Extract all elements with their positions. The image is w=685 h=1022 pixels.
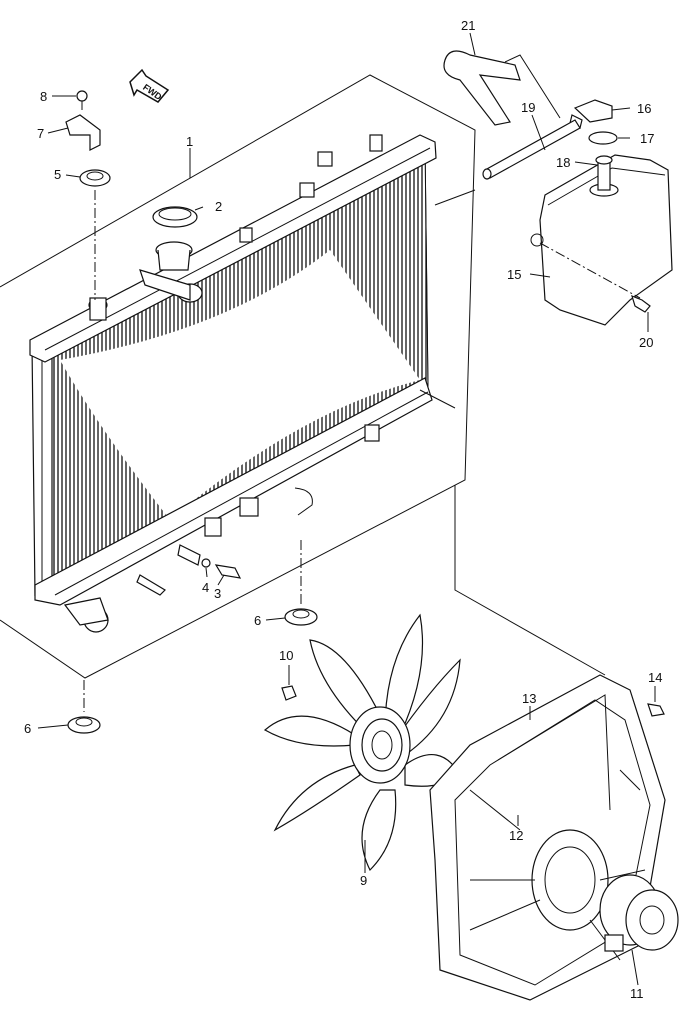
label-part-15: 15 (507, 267, 521, 282)
label-part-11: 11 (630, 986, 644, 1001)
radiator-core (29, 134, 437, 633)
label-part-2: 2 (215, 199, 222, 214)
radiator-cap (152, 206, 198, 228)
leader-lines (37, 32, 656, 986)
label-part-18: 18 (556, 155, 570, 170)
label-part-16: 16 (637, 101, 651, 116)
label-part-3: 3 (214, 586, 221, 601)
sensor-parts (201, 558, 242, 579)
label-part-12: 12 (509, 828, 523, 843)
label-part-6-lower: 6 (24, 721, 31, 736)
label-part-5: 5 (54, 167, 61, 182)
label-part-17: 17 (640, 131, 654, 146)
radiator-frame-outline (0, 74, 476, 679)
label-part-1: 1 (186, 134, 193, 149)
label-part-8: 8 (40, 89, 47, 104)
label-part-21: 21 (461, 18, 475, 33)
reservoir-cap-parts (569, 99, 618, 145)
fan-shroud (429, 674, 666, 1001)
label-part-19: 19 (521, 100, 535, 115)
hoses (434, 50, 581, 206)
upper-mount-parts (65, 90, 111, 300)
label-part-20: 20 (639, 335, 653, 350)
label-part-4: 4 (202, 580, 209, 595)
fan-motor (599, 874, 679, 952)
part-labels: 1 2 3 4 5 6 6 7 8 9 10 11 12 13 14 15 16… (24, 18, 662, 1001)
reservoir-tank (530, 154, 673, 326)
label-part-9: 9 (360, 873, 367, 888)
label-part-13: 13 (522, 691, 536, 706)
forward-direction-arrow: FWD (129, 68, 170, 103)
label-part-14: 14 (648, 670, 662, 685)
label-part-7: 7 (37, 126, 44, 141)
label-part-10: 10 (279, 648, 293, 663)
cooling-fan (263, 613, 461, 872)
label-part-6-upper: 6 (254, 613, 261, 628)
